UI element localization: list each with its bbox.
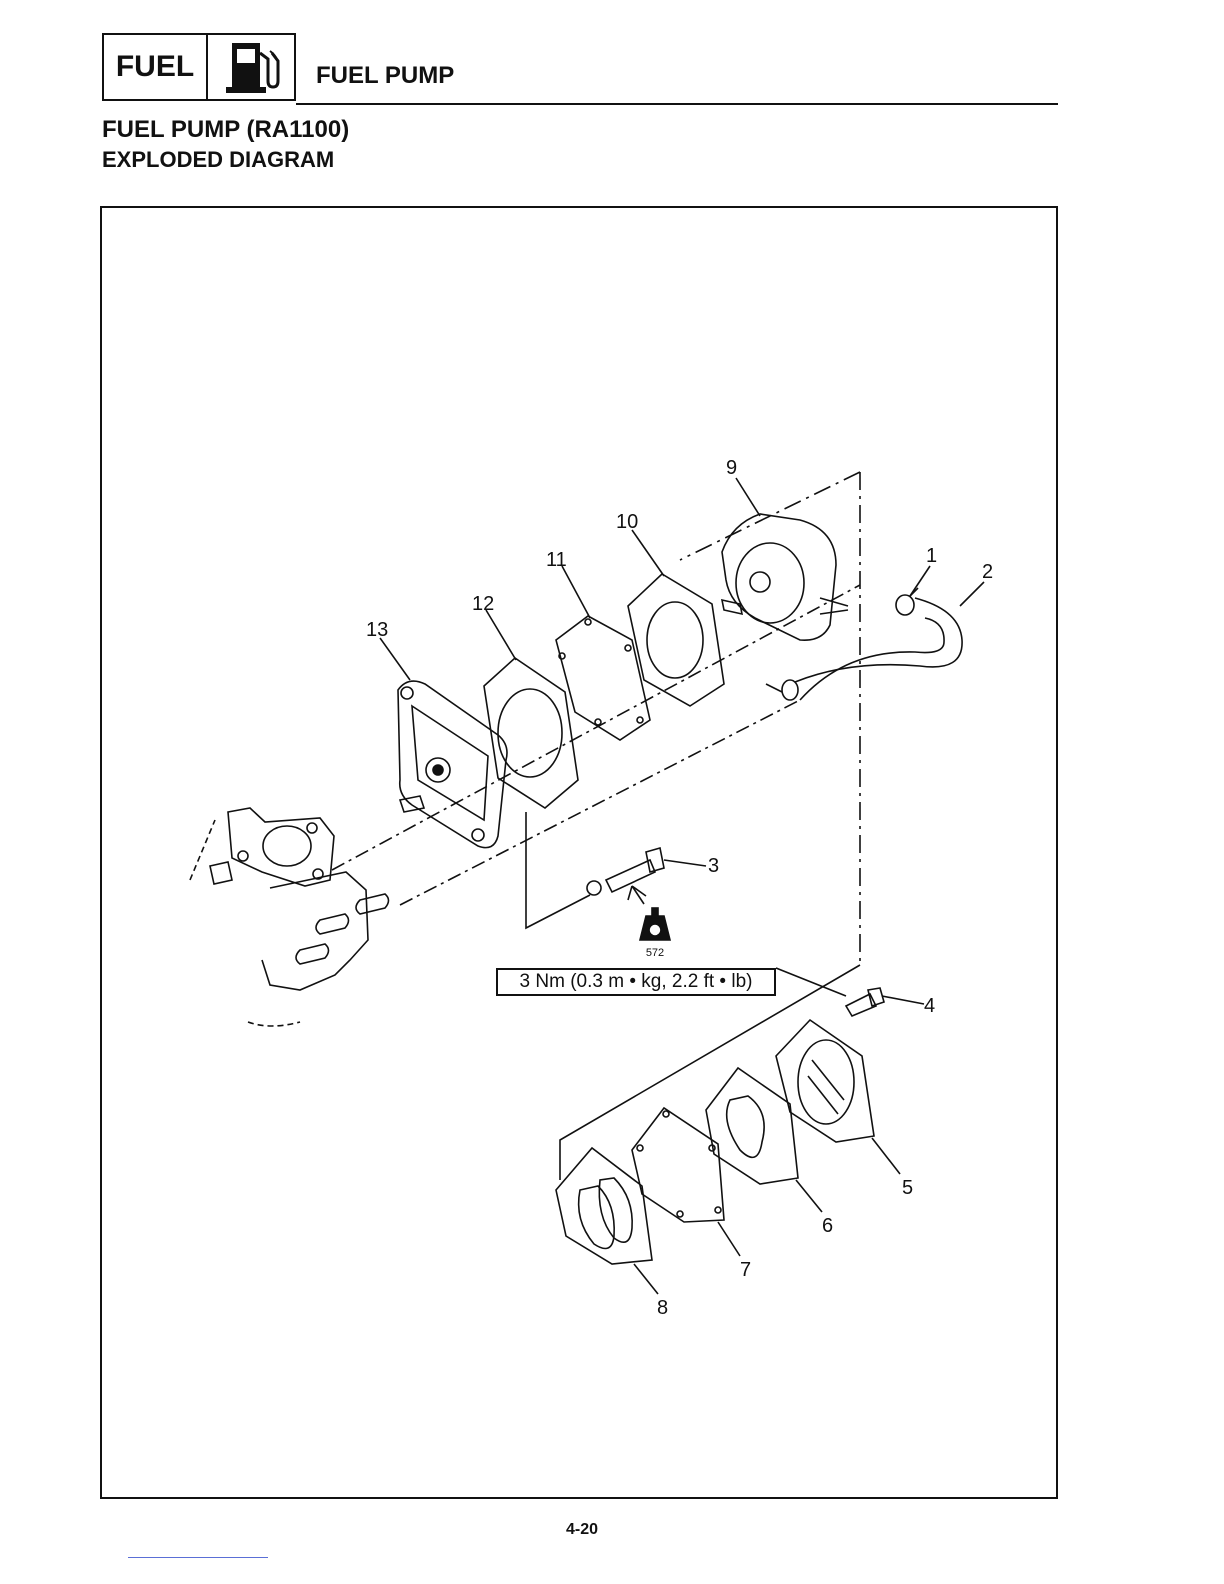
engine-mount-part [190,808,389,1026]
callout-1: 1 [926,545,937,567]
torque-spec: 3 Nm (0.3 m • kg, 2.2 ft • lb) [496,968,776,996]
diaphragm-7 [632,1108,724,1222]
callout-3: 3 [708,855,719,877]
callout-9: 9 [726,457,737,479]
callout-8: 8 [657,1297,668,1319]
callout-2: 2 [982,561,993,583]
clamp-1 [896,588,918,615]
callout-4: 4 [924,995,935,1017]
gasket-8 [556,1148,652,1264]
callout-12: 12 [472,593,494,615]
hose-clamp-lower [766,680,798,700]
callout-5: 5 [902,1177,913,1199]
gasket-5 [776,1020,874,1142]
bolt-3 [587,848,664,895]
loctite-icon [640,908,670,940]
callout-11: 11 [546,549,567,571]
pump-cover-9 [722,514,848,640]
footer-link-line [128,1557,268,1558]
loctite-code: 572 [640,947,670,959]
callout-13: 13 [366,619,388,641]
callout-6: 6 [822,1215,833,1237]
callout-labels: 1 2 3 4 5 6 7 8 9 10 11 12 13 [366,457,993,1319]
page-number: 4-20 [552,1521,612,1539]
pump-body-13 [398,681,507,848]
callout-10: 10 [616,511,638,533]
bolt-4 [846,988,884,1016]
callout-7: 7 [740,1259,751,1281]
gasket-12 [484,658,578,808]
